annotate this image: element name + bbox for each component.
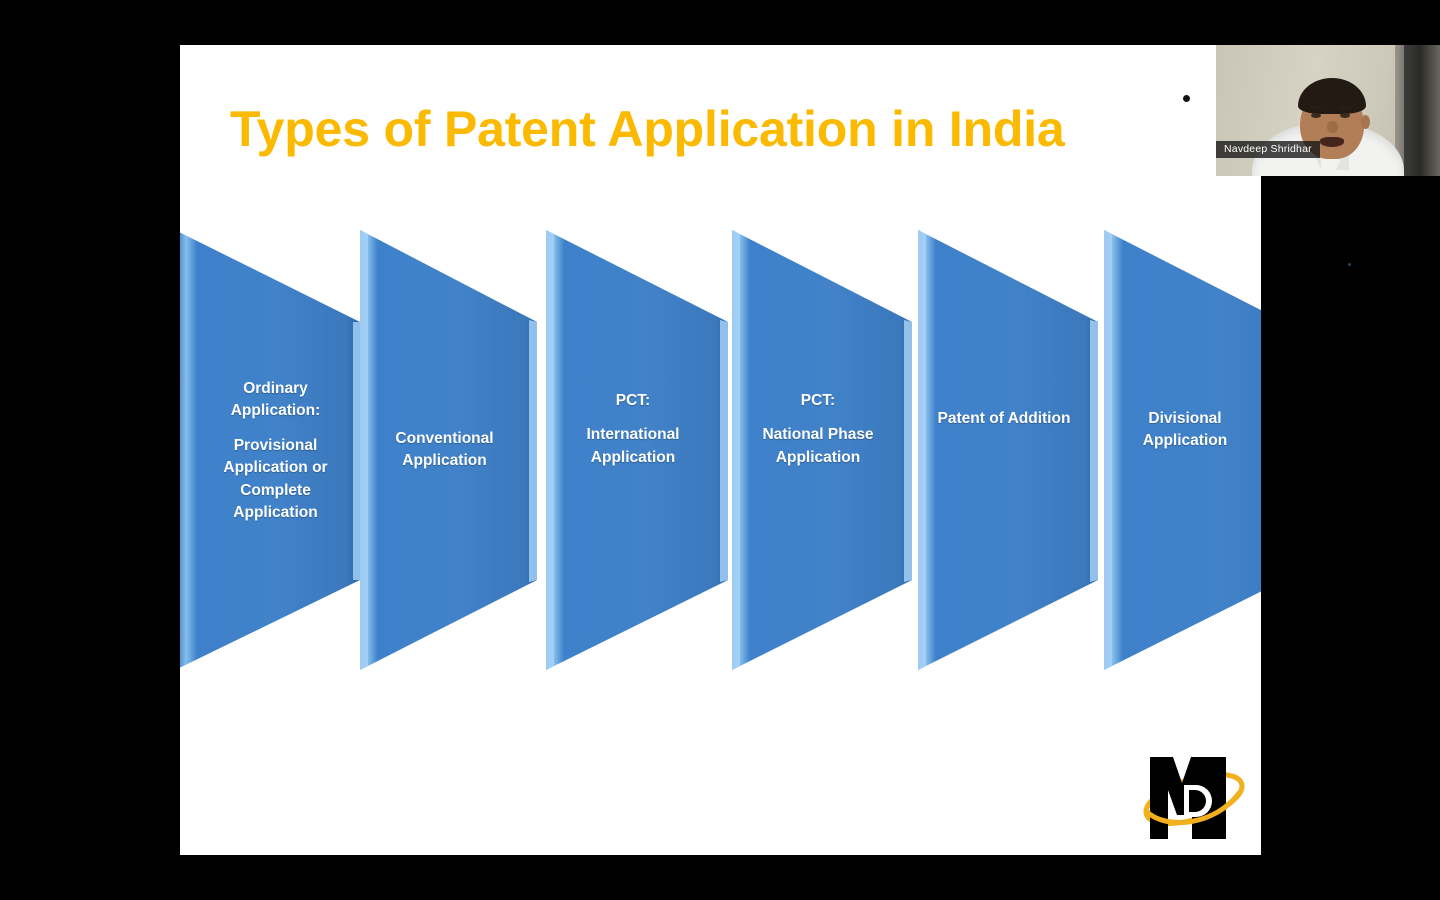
stray-pixel: [1348, 263, 1351, 266]
video-doorway: [1404, 45, 1440, 176]
chevron-process-diagram: Ordinary Application: Provisional Applic…: [180, 45, 1261, 855]
slide-canvas: Types of Patent Application in India: [180, 45, 1261, 855]
chevron-conventional-application[interactable]: Conventional Application: [352, 230, 537, 670]
chevron-pct-international-application[interactable]: PCT: International Application: [538, 230, 728, 670]
video-wall-edge: [1395, 45, 1404, 176]
eye-left: [1311, 113, 1321, 118]
eye-right: [1340, 113, 1350, 118]
company-logo: [1140, 745, 1245, 850]
eyebrow-right: [1338, 106, 1351, 109]
participant-ear: [1361, 115, 1370, 129]
chevron-pct-national-phase-application[interactable]: PCT: National Phase Application: [724, 230, 912, 670]
participant-nose: [1327, 121, 1338, 133]
bullet-marker-icon: [1183, 95, 1190, 102]
participant-video-tile[interactable]: Navdeep Shridhar: [1216, 45, 1440, 176]
participant-name-label: Navdeep Shridhar: [1216, 141, 1320, 158]
page-title: Types of Patent Application in India: [230, 101, 1065, 157]
participant-mouth: [1320, 137, 1344, 147]
chevron-ordinary-application[interactable]: Ordinary Application: Provisional Applic…: [180, 230, 360, 670]
eyebrow-left: [1309, 106, 1322, 109]
chevron-patent-of-addition[interactable]: Patent of Addition: [910, 230, 1098, 670]
chevron-divisional-application[interactable]: Divisional Application: [1096, 230, 1261, 670]
